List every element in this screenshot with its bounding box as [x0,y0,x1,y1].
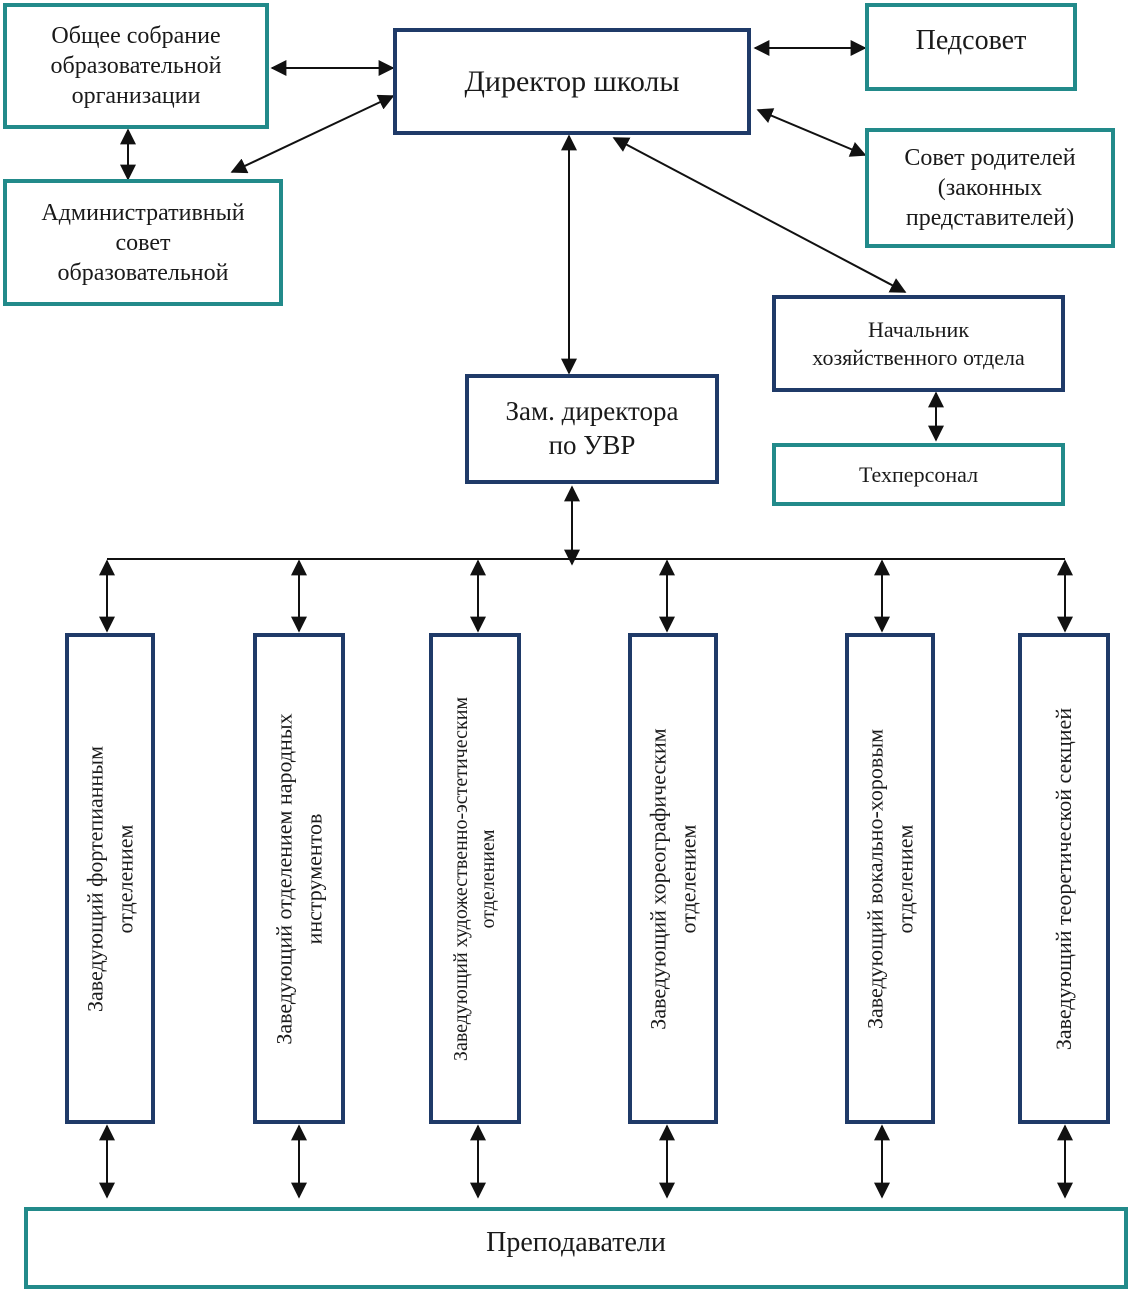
dept-art-label: Заведующий художественно-эстетическим от… [450,696,499,1061]
arrow-director-household [612,137,907,293]
deputy-box: Зам. директора по УВР [465,374,719,484]
tech-staff-label: Техперсонал [858,461,979,487]
admin-council-box: Административный совет образовательной [3,179,283,306]
parents-council-label: Совет родителей (законных представителей… [904,145,1076,231]
dept-theory-label: Заведующий теоретической секцией [1051,707,1077,1050]
tech-staff-box: Техперсонал [772,443,1065,506]
general-assembly-label: Общее собрание образовательной организац… [50,23,222,109]
dept-piano-label: Заведующий фортепианным отделением [82,745,137,1012]
pedsovet-label: Педсовет [915,25,1027,56]
dept-choreo-box: Заведующий хореографическим отделением [628,633,718,1124]
dept-art-box: Заведующий художественно-эстетическим от… [429,633,521,1124]
dept-choreo-label: Заведующий хореографическим отделением [645,727,700,1030]
dept-piano-box: Заведующий фортепианным отделением [65,633,155,1124]
pedsovet-box: Педсовет [865,3,1077,91]
household-head-box: Начальник хозяйственного отдела [772,295,1065,392]
teachers-label: Преподаватели [486,1227,666,1258]
household-head-label: Начальник хозяйственного отдела [812,317,1025,370]
dept-theory-box: Заведующий теоретической секцией [1018,633,1110,1124]
deputy-label: Зам. директора по УВР [505,396,679,460]
arrow-admin-director [230,94,395,174]
director-box: Директор школы [393,28,751,135]
dept-vocal-label: Заведующий вокально-хоровым отделением [862,728,917,1029]
dept-folk-box: Заведующий отделением народных инструмен… [253,633,345,1124]
admin-council-label: Административный совет образовательной [41,199,245,286]
dept-vocal-box: Заведующий вокально-хоровым отделением [845,633,935,1124]
teachers-box: Преподаватели [24,1207,1128,1289]
director-label: Директор школы [464,64,680,98]
parents-council-box: Совет родителей (законных представителей… [865,128,1115,248]
general-assembly-box: Общее собрание образовательной организац… [3,3,269,129]
arrow-director-parents [756,108,867,157]
dept-folk-label: Заведующий отделением народных инструмен… [271,712,326,1045]
